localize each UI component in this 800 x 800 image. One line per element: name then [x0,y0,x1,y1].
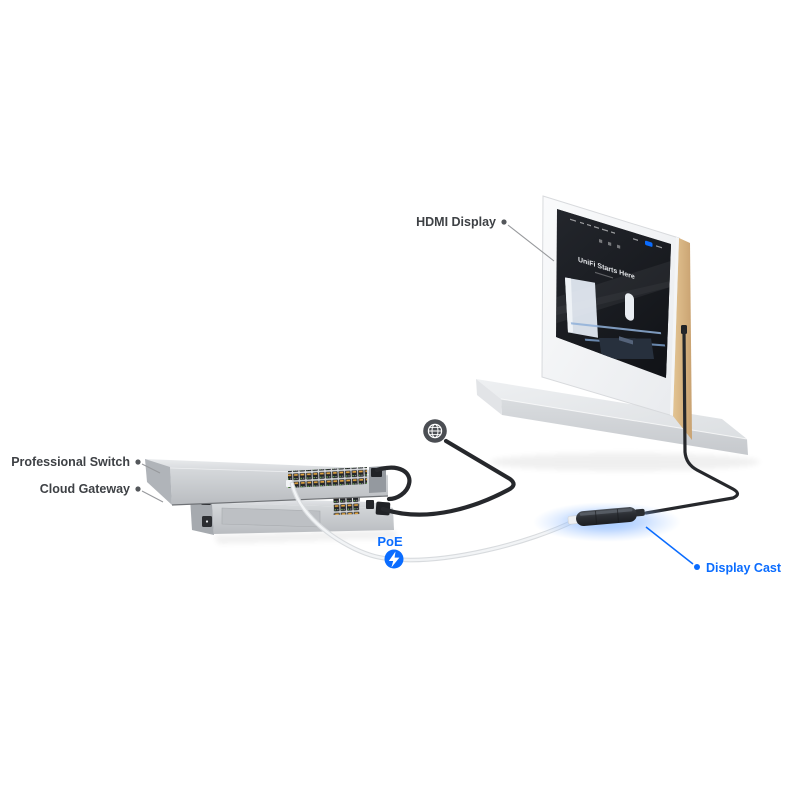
screen-hero-ap [625,293,634,321]
professional-switch-label: Professional Switch [11,455,130,469]
poe-cable [289,481,579,563]
display-cast-dongle [533,502,681,542]
cloud-gateway-line [141,490,164,503]
gateway-inlet-dot [205,520,209,523]
switch-left-face [145,459,172,505]
device-stack [145,459,398,544]
shelf-top-face [476,379,747,439]
cloud-gateway-device [190,494,394,535]
callout-cloud-gateway: Cloud Gateway [40,482,164,503]
monitor-frame-right-sliver [670,237,679,416]
poe-label: PoE [377,534,403,549]
hdmi-display-label: HDMI Display [416,215,496,229]
shelf-shadow [490,453,760,471]
shelf-edge-highlight [500,398,748,440]
screen-content: UniFi Starts Here [557,209,671,377]
callout-professional-switch: Professional Switch [11,455,161,474]
dongle-seam-2 [616,509,619,523]
cloud-gateway-label: Cloud Gateway [40,482,130,496]
screen-navbar [570,218,662,249]
screen-hero-rack [599,338,654,360]
display-cast-dot [694,564,700,570]
callout-hdmi-display: HDMI Display [416,215,555,262]
dongle-cable-nub [634,508,645,517]
professional-switch-device [145,459,389,506]
screen-glare [557,260,671,323]
callout-display-cast: Display Cast [645,526,782,575]
hdmi-display-monitor: UniFi Starts Here [541,195,692,440]
device-shadow [214,530,398,544]
internet-cable [380,438,516,517]
professional-switch-dot [135,459,141,465]
hdmi-display-dot [501,219,507,225]
gateway-port-block [333,497,360,515]
screen-hero-console-highlight [565,277,573,333]
dongle-highlight [579,508,633,516]
poe-badge: PoE [377,534,404,569]
screen-subtext-dash [595,271,613,279]
dongle-seam-1 [594,510,598,524]
screen-icon-row [599,239,621,249]
globe-icon [423,419,447,443]
screen-store-button [645,240,653,247]
switch-port-block [288,467,367,488]
hdmi-display-line [507,224,555,262]
professional-switch-line [141,463,161,474]
hdmi-cable [644,329,740,515]
screen-glare-2 [557,280,671,315]
screen-shelf-line-1 [570,322,662,335]
display-cast-line [645,526,694,565]
shelf-left-face [476,379,502,415]
screen-rack-detail [619,336,633,345]
switch-gateway-seam [171,495,389,506]
lightning-bolt-icon [388,551,400,568]
display-cast-label: Display Cast [706,561,782,575]
cloud-gateway-dot [135,486,141,492]
uplink-patch-cable [374,465,412,502]
gateway-wan-port [366,500,374,509]
